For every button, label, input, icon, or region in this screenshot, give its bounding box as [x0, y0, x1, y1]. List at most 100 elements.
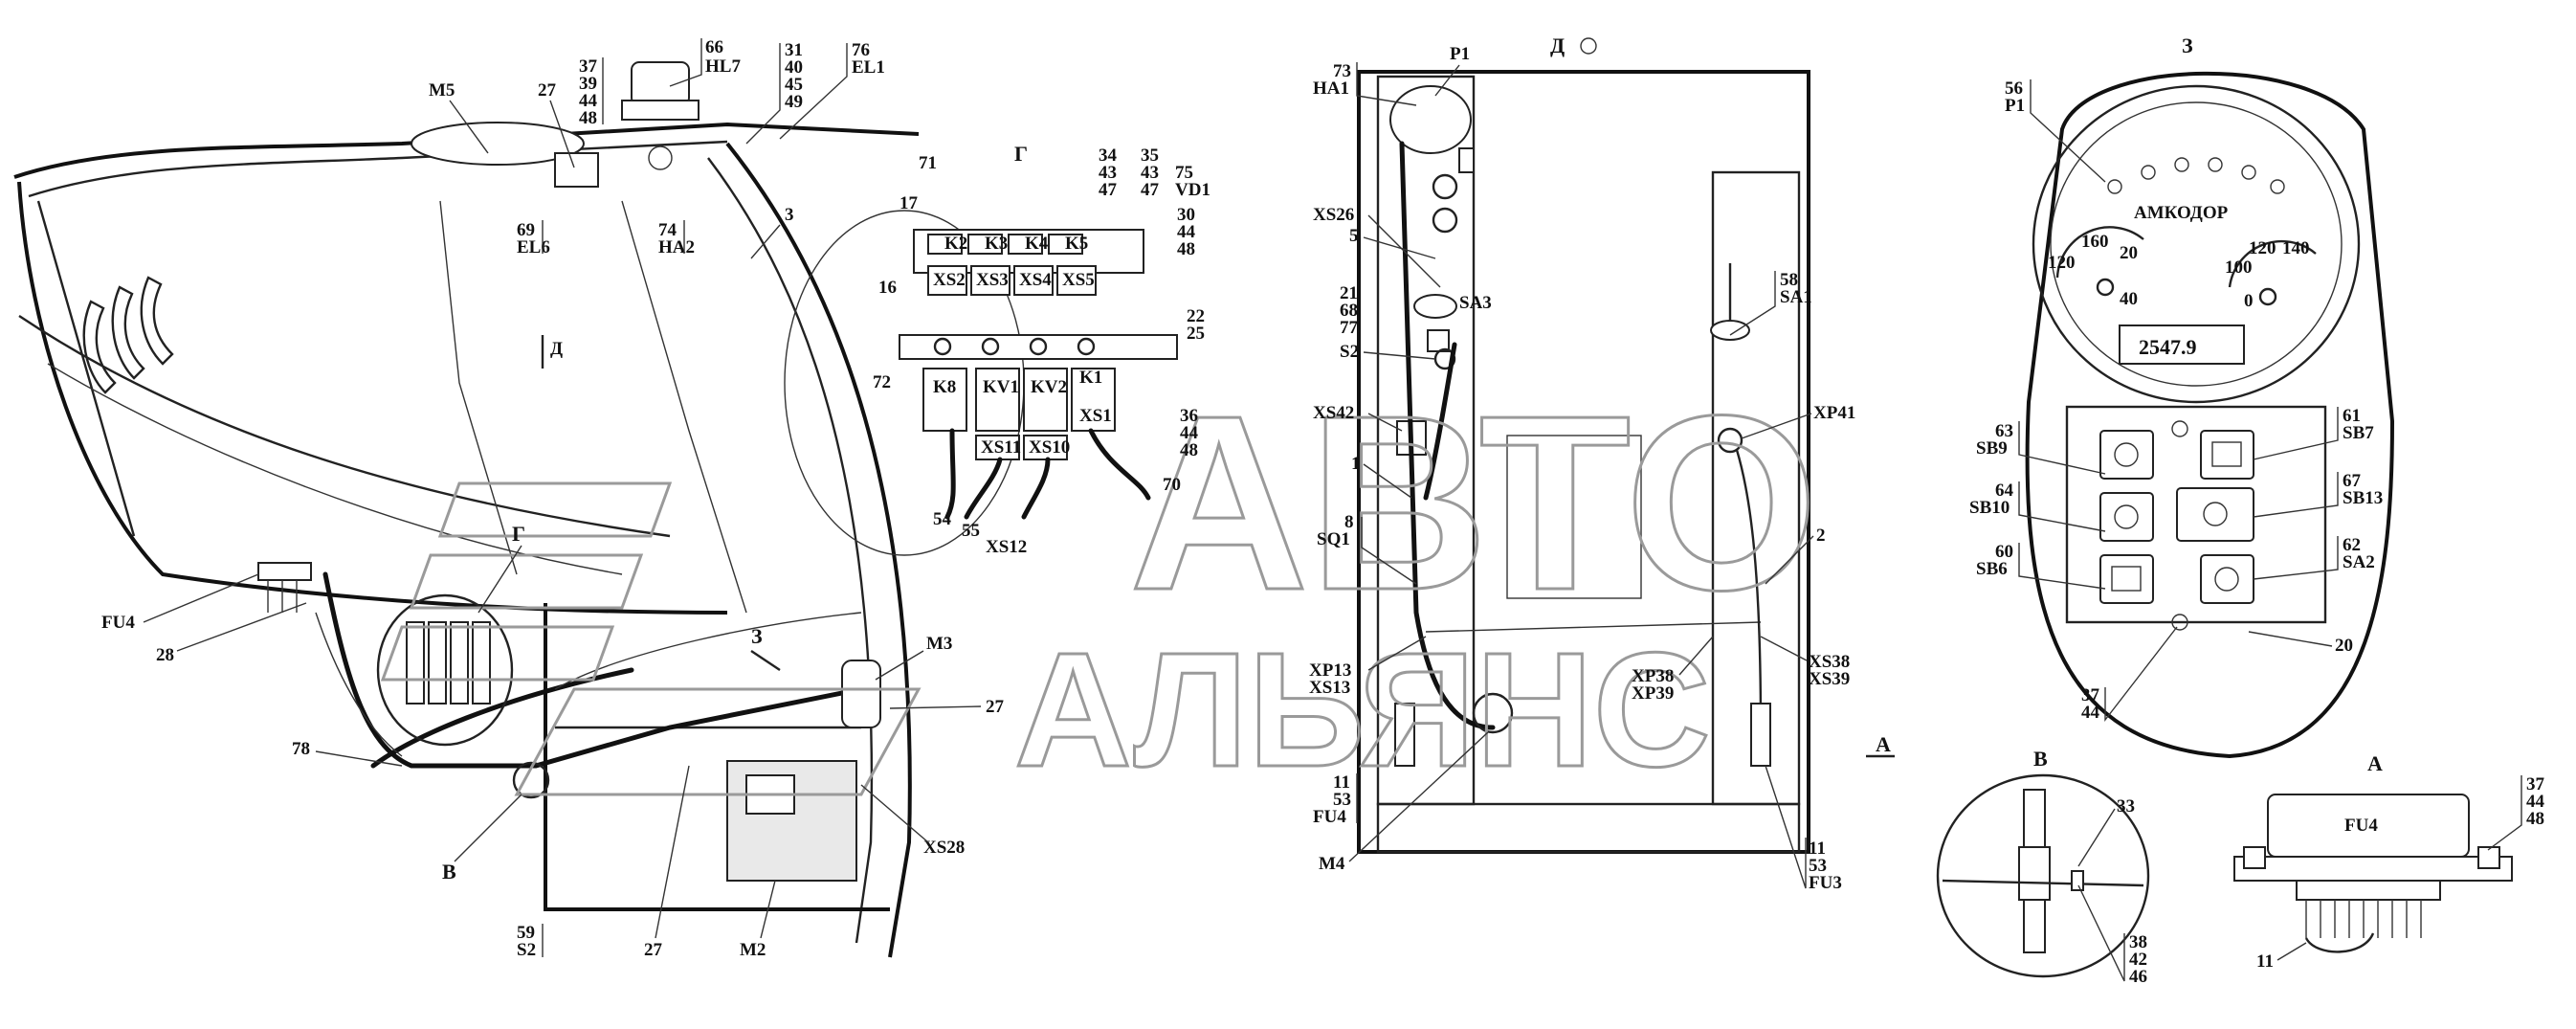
callout-3: 3 — [785, 205, 794, 225]
callout-30-44: 44 — [1177, 222, 1196, 242]
callout-labels: 66 HL7 37 39 44 48 31 40 45 49 76 EL1 M5… — [101, 37, 2545, 987]
button-sb10 — [2099, 492, 2154, 542]
relay-label-k2: K2 — [944, 234, 967, 254]
interior-lamp-p1 — [1389, 85, 1472, 154]
callout-75: 75 — [1175, 163, 1193, 183]
watermark: АВТО АЛЬЯНС — [380, 364, 1820, 803]
callout-36: 36 — [1180, 406, 1198, 426]
fuse-fu4 — [1394, 703, 1415, 767]
callout-ha2: HA2 — [658, 237, 695, 257]
view-title-z: З — [2182, 34, 2193, 57]
relay-label-kv1: KV1 — [983, 377, 1019, 397]
relay-label-k1: K1 — [1079, 368, 1102, 388]
callout-s2-left: S2 — [517, 940, 536, 960]
view-title-g: Г — [1014, 142, 1028, 166]
callout-34-43: 43 — [1099, 163, 1117, 183]
callout-v: В — [442, 860, 456, 884]
callout-31: 31 — [785, 40, 803, 60]
speed-scale-0: 0 — [2244, 291, 2254, 311]
tacho-scale-160: 160 — [2081, 232, 2109, 252]
callout-p1-dash: P1 — [2005, 96, 2025, 116]
relay-label-xs3: XS3 — [976, 270, 1009, 290]
callout-71: 71 — [919, 153, 937, 173]
callout-37: 37 — [579, 56, 598, 77]
button-sb6 — [2099, 554, 2154, 604]
fuse-box-base — [2233, 856, 2513, 882]
relay-modules-bottom — [922, 368, 1116, 460]
callout-s2-door: S2 — [1340, 342, 1359, 362]
callout-28: 28 — [156, 645, 174, 665]
callout-xs13: XS13 — [1309, 678, 1350, 698]
callout-d-arrow: Д — [550, 339, 563, 359]
callout-21: 21 — [1340, 283, 1358, 303]
callout-27a: 27 — [538, 80, 557, 101]
switch-buttons — [2099, 430, 2254, 604]
detail-a: FU4 — [2233, 794, 2513, 953]
callout-44-dash: 44 — [2081, 703, 2100, 723]
callout-sb9: SB9 — [1976, 438, 2008, 459]
callout-xp39: XP39 — [1632, 683, 1674, 704]
watermark-line1: АВТО — [1129, 365, 1818, 642]
callout-46: 46 — [2129, 967, 2147, 987]
relay-label-k3: K3 — [985, 234, 1008, 254]
callout-48-a: 48 — [2526, 809, 2544, 829]
callout-xp38: XP38 — [1632, 666, 1674, 686]
relay-panel-g: K2 K3 K4 K5 XS2 XS3 XS4 XS5 K8 KV1 KV2 K… — [899, 229, 1178, 520]
callout-37-dash: 37 — [2081, 685, 2100, 705]
callout-45: 45 — [785, 75, 803, 95]
callout-a-arrow: А — [1876, 732, 1891, 756]
callout-8: 8 — [1344, 512, 1354, 532]
callout-sq1: SQ1 — [1317, 529, 1350, 549]
button-sb7 — [2200, 430, 2254, 480]
callout-69: 69 — [517, 220, 535, 240]
callout-42: 42 — [2129, 950, 2147, 970]
relay-label-k4: K4 — [1025, 234, 1049, 254]
relay-label-xs4: XS4 — [1019, 270, 1052, 290]
callout-72: 72 — [873, 372, 891, 392]
callout-20: 20 — [2335, 636, 2353, 656]
callout-22: 22 — [1187, 306, 1205, 326]
callout-34: 34 — [1099, 145, 1118, 166]
callout-17: 17 — [899, 193, 919, 213]
callout-48: 48 — [579, 108, 597, 128]
callout-m2: M2 — [740, 940, 766, 960]
callout-59: 59 — [517, 923, 535, 943]
warning-lamps — [2107, 157, 2285, 194]
callout-30-48: 48 — [1177, 239, 1195, 259]
tacho-scale-40: 40 — [2120, 289, 2138, 309]
callout-60: 60 — [1995, 542, 2013, 562]
callout-sa2: SA2 — [2343, 552, 2375, 572]
callout-76: 76 — [852, 40, 870, 60]
callout-xs26: XS26 — [1313, 205, 1354, 225]
callout-40: 40 — [785, 57, 803, 78]
detail-v — [1936, 773, 2150, 978]
callout-z-arrow: З — [751, 624, 763, 648]
callout-sb13: SB13 — [2343, 488, 2383, 508]
switch-sa1 — [1710, 320, 1750, 341]
callout-66: 66 — [705, 37, 723, 57]
callout-m4: M4 — [1319, 854, 1345, 874]
view-title-d: Д — [1550, 34, 1565, 57]
callout-hl7: HL7 — [705, 56, 741, 77]
dashboard-brand: АМКОДОР — [2134, 203, 2229, 223]
callout-27b: 27 — [986, 697, 1005, 717]
callout-73: 73 — [1333, 61, 1351, 81]
fuse-fu3 — [1750, 703, 1771, 767]
beacon-lamp — [631, 61, 690, 106]
callout-44-a: 44 — [2526, 792, 2545, 812]
button-sa2 — [2200, 554, 2254, 604]
callout-33: 33 — [2117, 796, 2135, 816]
callout-74: 74 — [658, 220, 677, 240]
motor-m4 — [1472, 692, 1514, 734]
odometer-value: 2547.9 — [2139, 335, 2197, 359]
instrument-cluster — [2032, 84, 2361, 404]
speed-scale-140: 140 — [2282, 238, 2310, 258]
callout-62: 62 — [2343, 535, 2361, 555]
callout-fu4-left: FU4 — [101, 613, 135, 633]
callout-sa1: SA1 — [1780, 287, 1812, 307]
callout-68: 68 — [1340, 301, 1358, 321]
switch-panel — [2065, 405, 2327, 624]
callout-70: 70 — [1163, 475, 1181, 495]
odometer — [2119, 324, 2245, 365]
